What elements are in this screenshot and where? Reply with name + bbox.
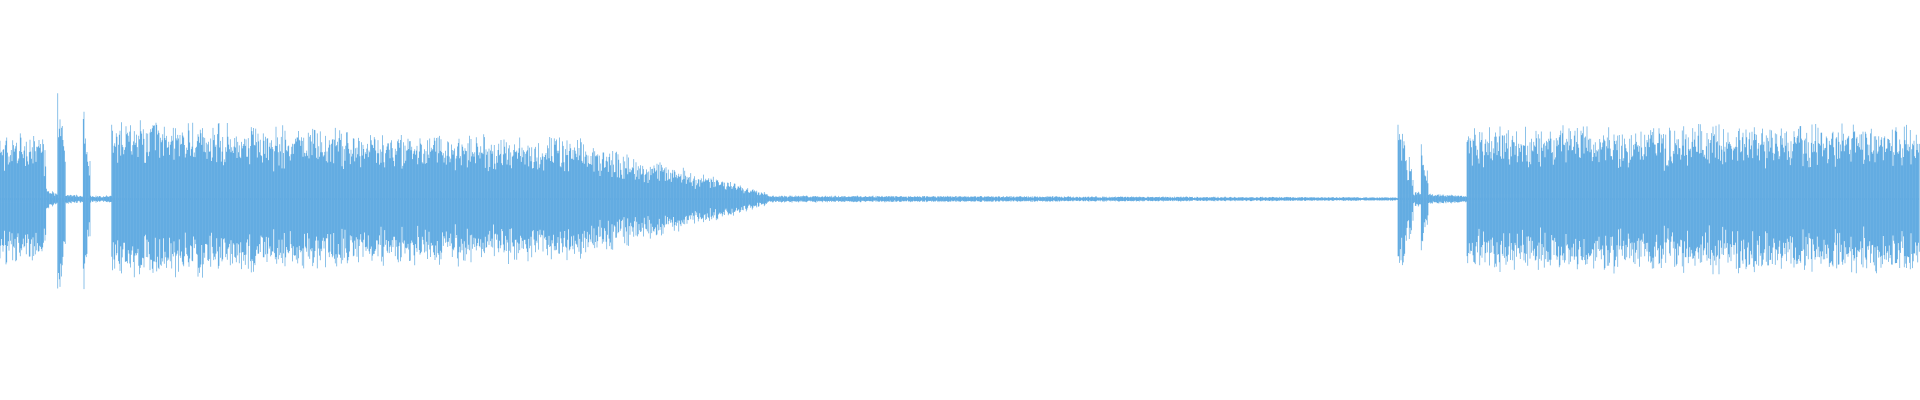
waveform-peaks [0,93,1920,290]
waveform-peak-path [0,93,1920,290]
